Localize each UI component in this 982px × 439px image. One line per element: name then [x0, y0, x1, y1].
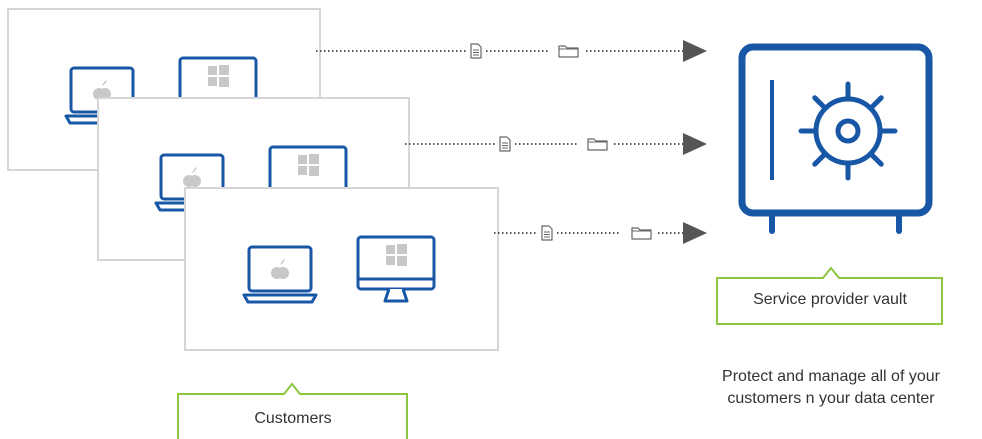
- customers-label: Customers: [254, 410, 332, 427]
- caption-line-1: Protect and manage all of your: [722, 368, 940, 385]
- folder-icon: [631, 227, 652, 240]
- arrow-head-icon: [683, 133, 707, 155]
- folder-icon: [587, 138, 608, 151]
- folder-icon: [558, 45, 579, 58]
- laptop-apple-icon: [242, 245, 318, 304]
- document-icon: [541, 225, 553, 241]
- vault-callout-box: [716, 266, 943, 325]
- customer-panel-3: [184, 187, 499, 351]
- document-icon: [470, 43, 482, 59]
- document-icon: [499, 136, 511, 152]
- arrow-head-icon: [683, 40, 707, 62]
- caption-line-2: customers n your data center: [727, 390, 935, 407]
- vault-safe-icon: [738, 43, 933, 234]
- vault-label: Service provider vault: [753, 291, 907, 308]
- vault-caption: Protect and manage all of your customers…: [686, 366, 976, 410]
- arrow-head-icon: [683, 222, 707, 244]
- customers-callout-box: [177, 382, 408, 439]
